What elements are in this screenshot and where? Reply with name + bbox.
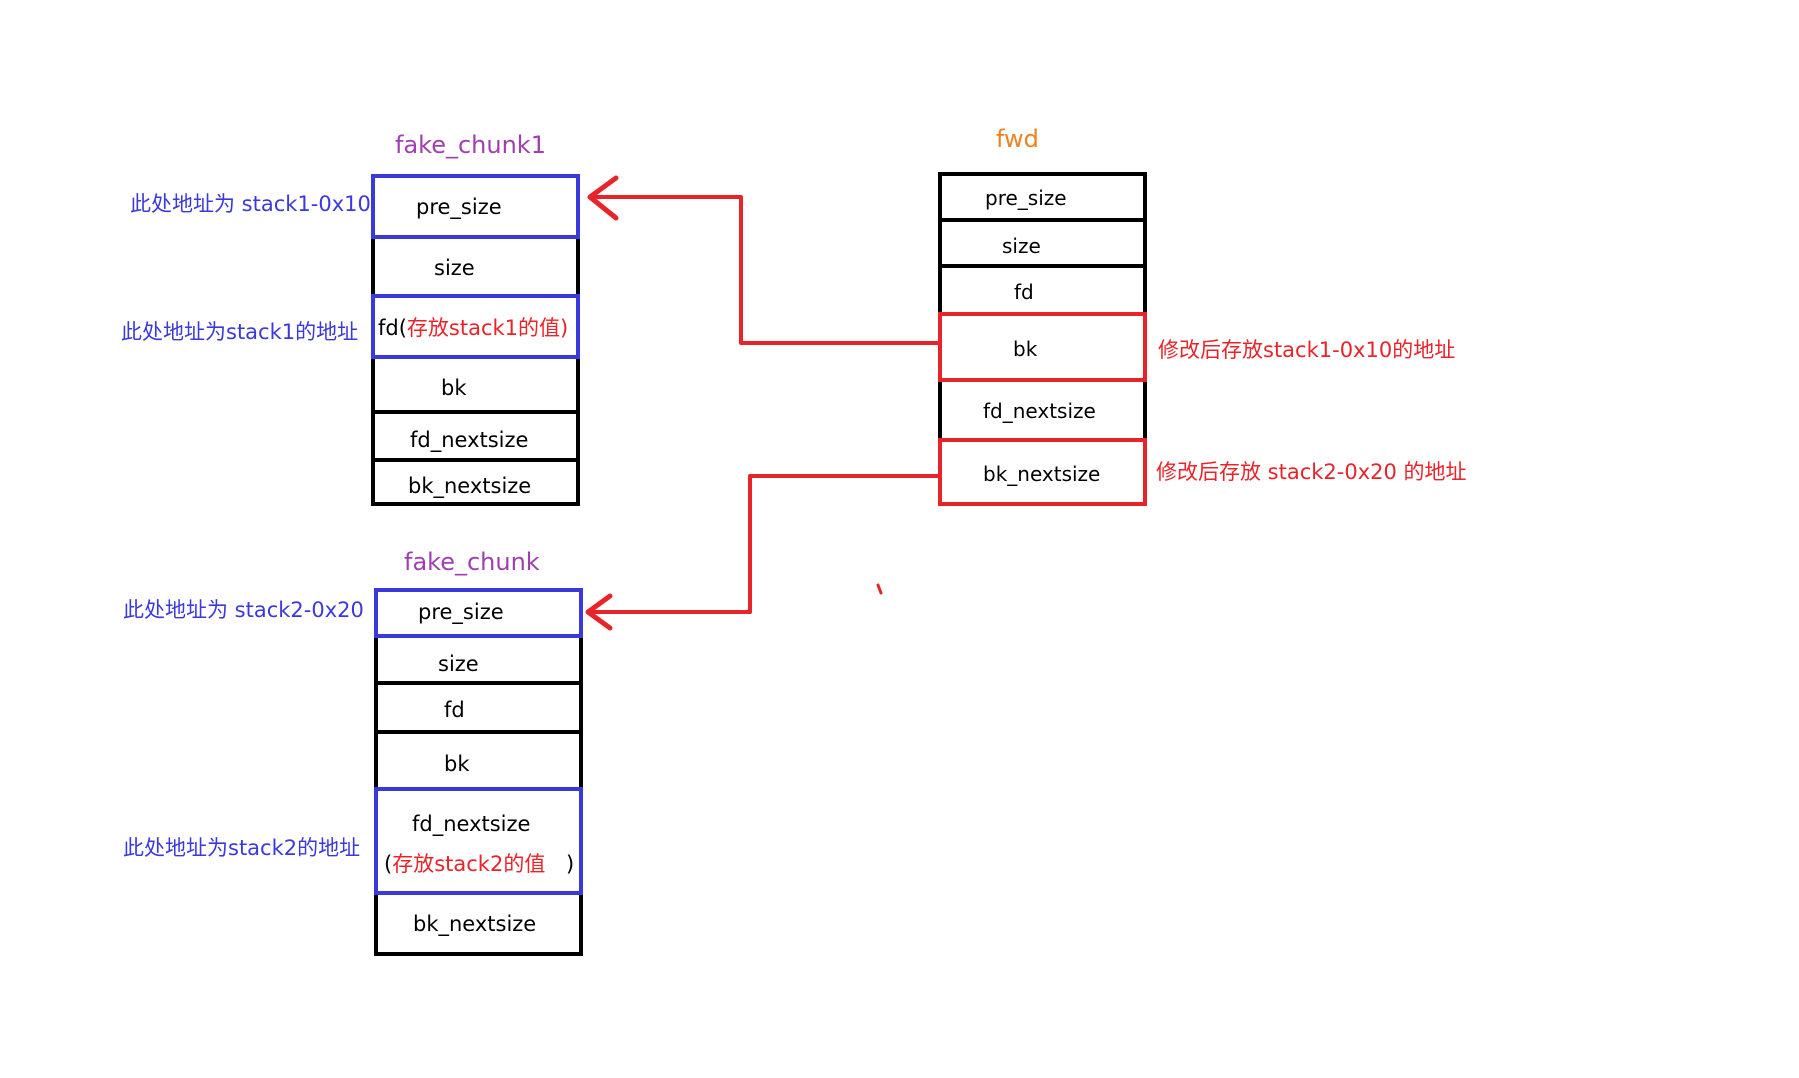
arrow-bk-head [587, 175, 619, 221]
fake-chunk1-title: fake_chunk1 [395, 131, 546, 159]
fake-chunk-fd-nextsize-note: 此处地址为stack2的地址 [123, 836, 361, 860]
fake-chunk-pre-size-note: 此处地址为 stack2-0x20 [123, 598, 364, 622]
fwd-outline [938, 172, 1147, 506]
fwd-bk-nextsize-highlight [938, 438, 1147, 506]
arrow-bk-nextsize-to-fake-chunk [585, 474, 940, 631]
fake-chunk1-fd-note: 此处地址为stack1的地址 [121, 320, 359, 344]
fake-chunk-pre-size-highlight [374, 588, 583, 638]
fake-chunk-outline [374, 588, 583, 956]
fake-chunk-struct [374, 588, 583, 956]
fake-chunk-paren-open: ( [384, 852, 393, 876]
fake-chunk-paren-close: ) [566, 852, 575, 876]
fake-chunk-fd-nextsize-note-inline: 存放stack2的值 [392, 852, 546, 876]
fake-chunk1-outline [371, 174, 580, 506]
fake-chunk-bk-cell: bk [444, 752, 470, 776]
fwd-bk-highlight [938, 312, 1147, 382]
fake-chunk-bk-nextsize-cell: bk_nextsize [413, 912, 537, 936]
fake-chunk-fd-nextsize-highlight [374, 787, 583, 895]
fake-chunk-size-cell: size [438, 652, 479, 676]
fake-chunk1-struct [371, 174, 580, 506]
fwd-title: fwd [996, 125, 1039, 153]
fake-chunk1-fd-label: fd( [378, 316, 407, 340]
fake-chunk1-bk-cell: bk [441, 376, 467, 400]
fake-chunk-pre-size-cell: pre_size [418, 600, 504, 624]
fake-chunk1-fd-nextsize-cell: fd_nextsize [410, 428, 529, 452]
fwd-bk-note: 修改后存放stack1-0x10的地址 [1158, 338, 1456, 362]
fake-chunk-fd-nextsize-cell: fd_nextsize [412, 812, 531, 836]
fwd-bk-cell: bk [1013, 337, 1038, 361]
fake-chunk-fd-nextsize-note-cell: (存放stack2的值 [384, 854, 545, 875]
fake-chunk1-pre-size-highlight [371, 174, 580, 239]
fwd-bk-nextsize-note: 修改后存放 stack2-0x20 的地址 [1156, 460, 1467, 484]
arrow-bk-nextsize-path [592, 474, 940, 614]
fake-chunk1-fd-cell: fd(存放stack1的值) [378, 318, 568, 339]
fwd-fd-cell: fd [1014, 280, 1034, 304]
fake-chunk1-fd-note-inline: 存放stack1的值) [406, 316, 569, 340]
stray-mark [876, 583, 883, 595]
fwd-pre-size-cell: pre_size [985, 186, 1067, 210]
fwd-struct [938, 172, 1147, 506]
fake-chunk1-bk-nextsize-cell: bk_nextsize [408, 474, 532, 498]
fake-chunk-title: fake_chunk [404, 548, 540, 576]
arrow-bk-path [592, 195, 940, 345]
fake-chunk1-pre-size-note: 此处地址为 stack1-0x10 [130, 192, 371, 216]
fake-chunk1-size-cell: size [434, 256, 475, 280]
fake-chunk1-fd-highlight [371, 294, 580, 359]
arrow-bk-to-fake-chunk1 [587, 175, 940, 345]
fwd-size-cell: size [1002, 234, 1041, 258]
fake-chunk-fd-cell: fd [444, 698, 465, 722]
fake-chunk1-pre-size-cell: pre_size [416, 195, 502, 219]
arrow-bk-nextsize-head [585, 593, 613, 631]
fwd-bk-nextsize-cell: bk_nextsize [983, 462, 1101, 486]
fwd-fd-nextsize-cell: fd_nextsize [983, 399, 1096, 423]
